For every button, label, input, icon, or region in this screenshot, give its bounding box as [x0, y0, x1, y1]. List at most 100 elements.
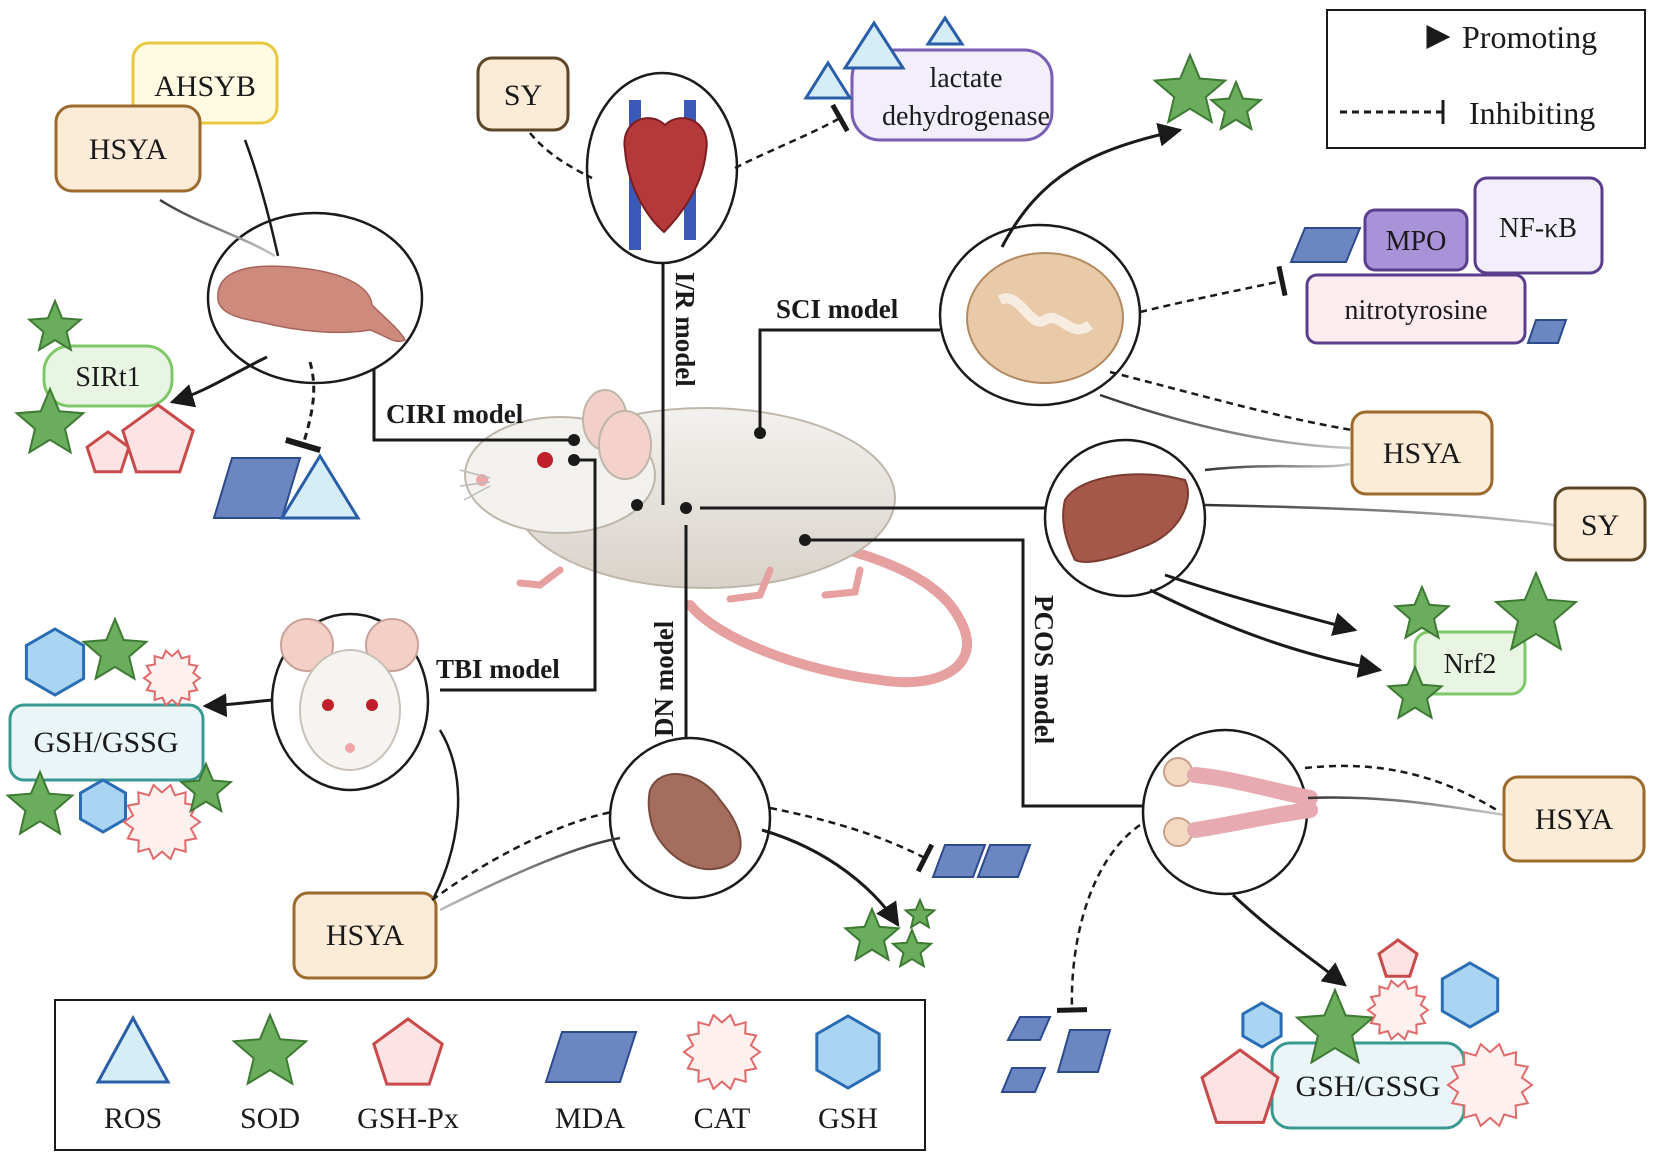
ros-icon [279, 453, 361, 520]
spinal-cord-node [938, 223, 1142, 407]
hsya-kidney-inhibit-link [431, 810, 613, 902]
liver-node [1043, 438, 1207, 598]
pcos-connector [805, 538, 1145, 808]
mda-icon [1000, 1067, 1047, 1093]
tbi-hsya-link [428, 729, 460, 906]
brain-icon [217, 265, 407, 342]
gsh-gssg-bottom-label: GSH/GSSG [1295, 1070, 1440, 1103]
liver-icon [1062, 473, 1189, 563]
tbi-connector [440, 458, 597, 692]
mda-icon [931, 844, 987, 878]
ldh-label-line1: lactate [929, 63, 1002, 94]
ldh-box [850, 48, 1054, 142]
gsh-gssg-left-box [8, 703, 205, 782]
pcos-model-label: PCOS model [1029, 595, 1059, 745]
heart-icon [623, 117, 708, 234]
mda-icon [544, 1031, 638, 1083]
gsh-px-icon [121, 403, 195, 474]
gsh-px-label: GSH-Px [357, 1102, 459, 1135]
brain-node [206, 211, 424, 385]
ahsyb-box [131, 41, 279, 125]
spinal-cord-gray-matter [997, 293, 1093, 335]
sci-model-label: SCI model [776, 294, 899, 324]
sod-icon [1152, 52, 1228, 124]
heart-inhibit-arrow [734, 103, 850, 170]
ros-label: ROS [104, 1102, 162, 1135]
ros-icon [803, 60, 853, 100]
ovary-inhibit-arrow [1056, 823, 1141, 1013]
spine-to-sod-arrow [1000, 122, 1183, 248]
hsya-brain-box [54, 104, 202, 193]
brain-inhibit-arrow [284, 361, 322, 454]
hsya-kidney-promote-link [439, 836, 621, 912]
mouse-ear-left [280, 618, 334, 672]
mouse-head-node [270, 612, 430, 792]
gsh-icon [815, 1014, 881, 1090]
cat-icon [682, 1013, 762, 1091]
tbi-to-gsh-arrow [202, 693, 273, 718]
sod-icon [1294, 987, 1376, 1065]
shape-legend: ROS SOD GSH-Px MDA CAT GSH [54, 999, 926, 1151]
mouse-eye-right [366, 699, 378, 711]
kidney-to-sod-arrow [761, 828, 900, 928]
nfkb-label: NF-κB [1499, 213, 1577, 244]
ahsyb-label: AHSYB [154, 70, 256, 103]
ahsyb-link [243, 139, 280, 257]
hsya-spine-inhibit-link [1109, 370, 1353, 432]
nitrotyrosine-label: nitrotyrosine [1344, 295, 1487, 326]
sy-liver-box [1553, 486, 1647, 562]
ovary-node [1141, 728, 1318, 896]
sy-heart-box [476, 56, 570, 132]
dn-model-label: DN model [649, 620, 679, 737]
sod-icon [1208, 79, 1264, 132]
arrow-legend-box [1326, 9, 1646, 149]
connectors [372, 245, 1145, 808]
sod-icon [231, 1012, 309, 1086]
mda-icon [1056, 1029, 1112, 1073]
sod-icon [178, 761, 234, 814]
hsya-brain-label: HSYA [89, 133, 168, 166]
hsya-kidney-box [292, 891, 438, 980]
kidney-inhibit-arrow [769, 806, 935, 873]
sy-heart-link [529, 132, 593, 180]
spine-inhibit-arrow [1139, 265, 1288, 314]
hsya-liver-link [1204, 462, 1351, 472]
heart-node [585, 71, 739, 265]
rat-ear [598, 410, 652, 480]
ovary-to-gsh-arrow [1231, 893, 1347, 987]
nfkb-box [1473, 176, 1604, 275]
sod-icon [903, 897, 937, 930]
sirt1-label: SIRt1 [75, 362, 140, 393]
ros-icon [842, 20, 906, 70]
ir-model-label: I/R model [670, 272, 700, 387]
sy-liver-label: SY [1581, 509, 1619, 542]
brain-to-sirt1-arrow [169, 355, 268, 408]
nrf2-label: Nrf2 [1444, 649, 1497, 680]
arrow-legend: Promoting Inhibiting [1326, 9, 1646, 149]
sod-icon [5, 769, 75, 836]
gsh-icon [79, 778, 127, 834]
mouse-ear-right [365, 618, 419, 672]
kidney-icon [647, 773, 742, 871]
sy-heart-label: SY [504, 79, 542, 112]
liver-to-nrf2-arrow2 [1149, 588, 1383, 678]
sod-icon [890, 927, 934, 969]
kidney-node [608, 736, 772, 900]
mda-icon [976, 844, 1032, 878]
sod-icon [1493, 570, 1579, 652]
uterine-horns-icon [1187, 767, 1318, 838]
hsya-ovary-inhibit-link [1304, 764, 1501, 814]
gsh-px-icon [372, 1017, 444, 1086]
gsh-gssg-left-label: GSH/GSSG [33, 726, 178, 759]
hsya-ovary-box [1502, 775, 1646, 863]
ciri-model-label: CIRI model [386, 399, 524, 429]
sod-icon [842, 906, 902, 962]
mda-icon [1526, 319, 1568, 344]
cat-icon [122, 783, 202, 861]
ciri-connector [372, 352, 574, 442]
sy-liver-link [1204, 503, 1556, 527]
ros-icon [925, 15, 965, 46]
cat-label: CAT [694, 1102, 751, 1135]
